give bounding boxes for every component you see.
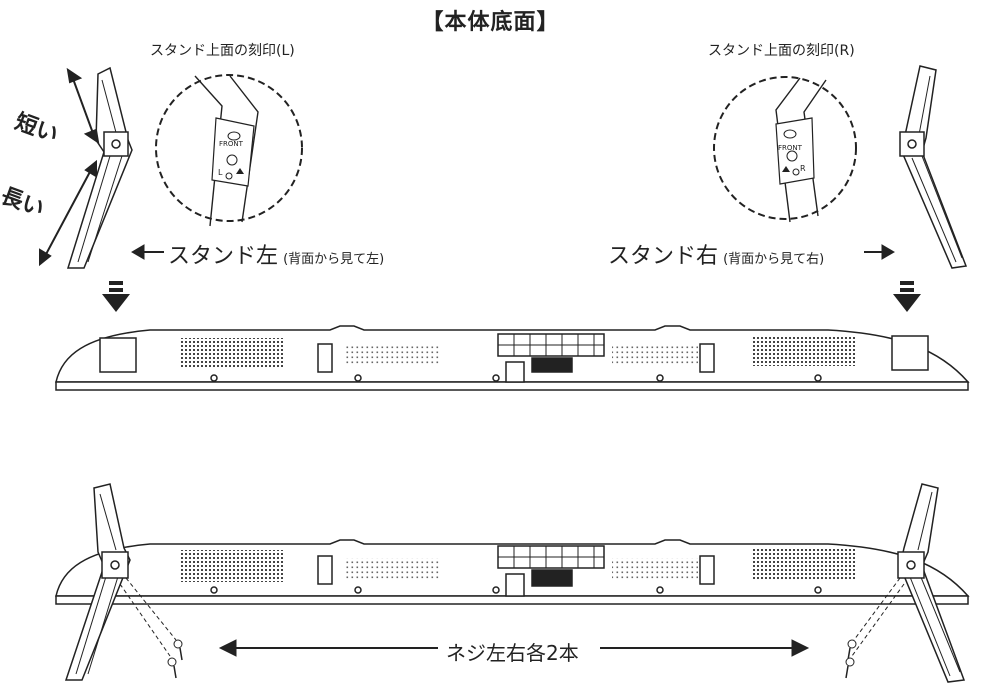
stand-right-note: (背面から見て右) (723, 252, 825, 267)
attached-stand-right (897, 483, 966, 683)
stand-left-caption: スタンド左 (背面から見て左) (168, 238, 384, 270)
screws-label: ネジ左右各2本 (446, 641, 579, 665)
mark-label-right: スタンド上面の刻印(R) (708, 43, 855, 59)
engraving-detail-left (155, 74, 303, 227)
page-title: 【本体底面】 (421, 10, 560, 35)
engraved-letter-right: R (800, 164, 806, 173)
mark-label-left: スタンド上面の刻印(L) (150, 43, 295, 59)
stand-right-caption: スタンド右 (背面から見て右) (608, 238, 824, 270)
tv-bottom-assembled (55, 539, 970, 605)
right-stand-illustration (899, 65, 968, 269)
stand-left-note: (背面から見て左) (283, 252, 385, 267)
direction-arrows (131, 244, 895, 260)
screws (119, 577, 905, 679)
attached-stand-left (64, 483, 131, 681)
engraving-detail-right (713, 76, 857, 223)
tv-bottom-top (55, 325, 970, 391)
front-text-left: FRONT (219, 140, 243, 148)
left-stand-illustration (66, 66, 133, 269)
stand-right-title: スタンド右 (608, 244, 719, 269)
engraved-letter-left: L (218, 168, 223, 177)
insert-down-arrows (102, 281, 921, 312)
screws-arrow (218, 639, 810, 657)
length-arrows (39, 67, 100, 267)
stand-left-title: スタンド左 (168, 244, 279, 269)
front-text-right: FRONT (778, 144, 802, 152)
